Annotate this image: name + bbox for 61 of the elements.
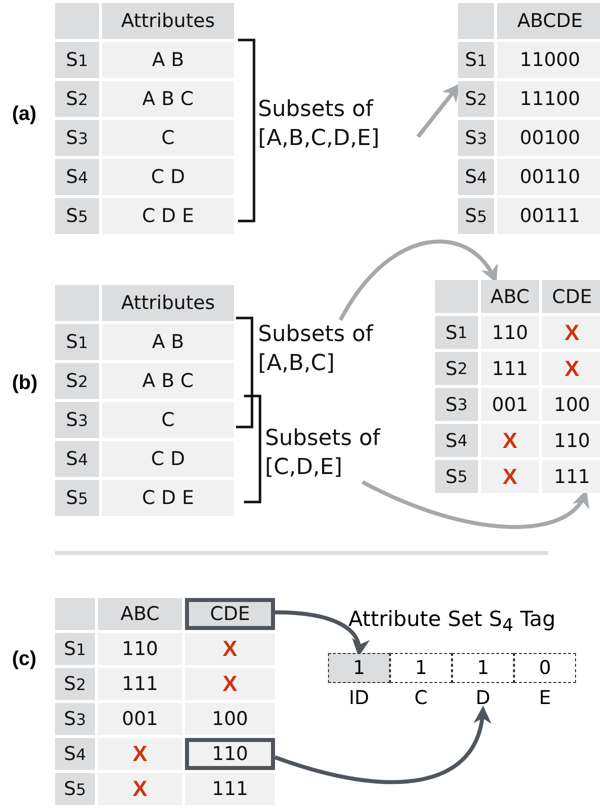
tag-title: Attribute Set S$_{4}$ Tag: [348, 606, 556, 638]
panel-label: (b): [12, 372, 38, 395]
table-value: 11000: [497, 42, 600, 78]
table-value: 111: [481, 352, 539, 385]
table-value: A B C: [102, 81, 234, 117]
table-value: 00100: [497, 120, 600, 156]
tag-field: 1: [390, 653, 452, 684]
tag-field: 1: [452, 653, 514, 684]
cross-mark: X: [542, 352, 600, 385]
cross-mark: X: [481, 424, 539, 457]
cross-mark: X: [542, 316, 600, 349]
table-value: C: [102, 402, 234, 438]
bracket-label: Subsets of [A,B,C,D,E]: [258, 95, 418, 153]
panel-label: (a): [12, 103, 36, 126]
highlighted-value: 110: [185, 738, 275, 770]
highlighted-header: CDE: [185, 598, 275, 630]
table-value: A B C: [102, 363, 234, 399]
column-header: Attributes: [102, 3, 234, 39]
field-label: C: [414, 687, 428, 710]
cross-mark: X: [98, 738, 182, 770]
arrow: [362, 480, 588, 529]
cross-mark: X: [481, 460, 539, 493]
tag-field: 1: [328, 653, 390, 684]
table-value: 110: [481, 316, 539, 349]
table-value: 100: [542, 388, 600, 421]
column-header: ABC: [481, 280, 539, 313]
cross-mark: X: [185, 668, 275, 700]
table-value: C D E: [102, 198, 234, 234]
table-value: 00110: [497, 159, 600, 195]
column-header: ABCDE: [497, 3, 600, 39]
panel-label: (c): [12, 648, 36, 671]
table-value: 110: [542, 424, 600, 457]
arrow: [274, 706, 490, 784]
table-value: 11100: [497, 81, 600, 117]
table-value: A B: [102, 42, 234, 78]
field-label: ID: [348, 687, 370, 710]
cross-mark: X: [185, 633, 275, 665]
arrow: [416, 83, 460, 138]
arrow: [338, 240, 497, 322]
table-value: 111: [98, 668, 182, 700]
bracket-label: Subsets of [A,B,C]: [258, 320, 408, 378]
table-value: C D: [102, 441, 234, 477]
table-value: C: [102, 120, 234, 156]
column-header: CDE: [542, 280, 600, 313]
column-header: Attributes: [102, 285, 234, 321]
field-label: D: [476, 687, 490, 710]
table-value: 00111: [497, 198, 600, 234]
table-value: 111: [185, 773, 275, 805]
table-value: 111: [542, 460, 600, 493]
table-value: 100: [185, 703, 275, 735]
table-value: C D E: [102, 480, 234, 516]
cross-mark: X: [98, 773, 182, 805]
table-value: A B: [102, 324, 234, 360]
table-value: C D: [102, 159, 234, 195]
field-label: E: [538, 687, 551, 710]
table-value: 001: [481, 388, 539, 421]
tag-field: 0: [514, 653, 576, 684]
bracket-label: Subsets of [C,D,E]: [265, 424, 415, 482]
table-value: 001: [98, 703, 182, 735]
column-header: ABC: [98, 598, 182, 630]
table-value: 110: [98, 633, 182, 665]
